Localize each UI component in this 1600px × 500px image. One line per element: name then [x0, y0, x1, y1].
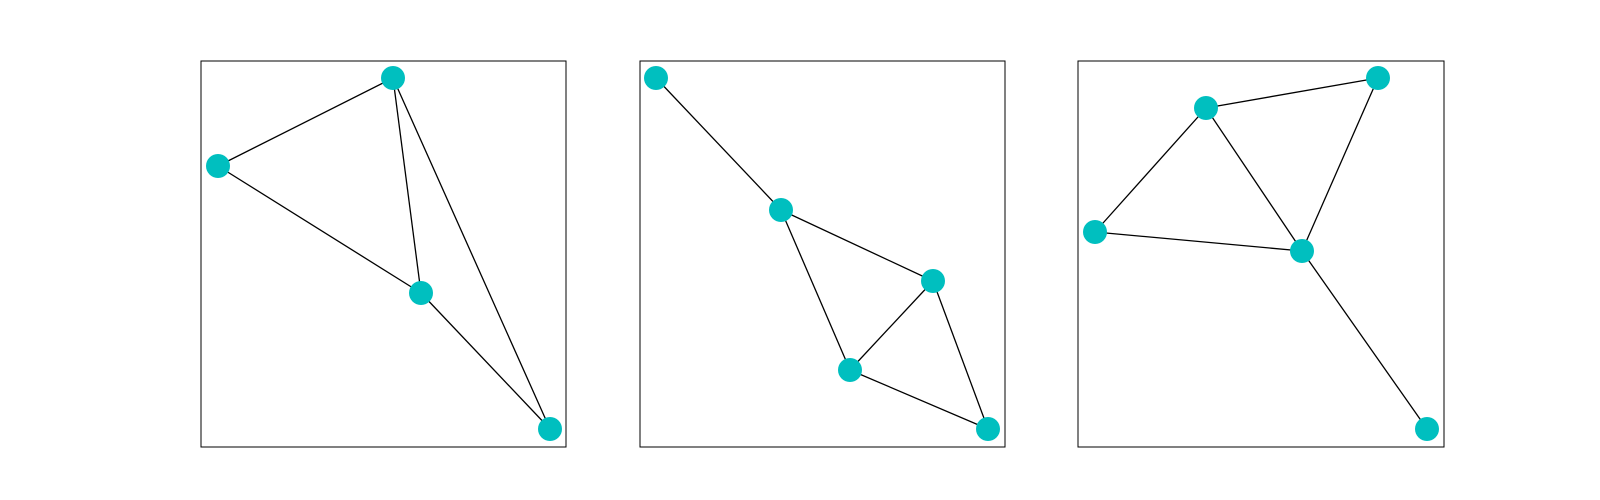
panel-frame [200, 60, 567, 448]
graph-edge-a-b [655, 77, 782, 211]
graph-edge-b-c [217, 165, 422, 294]
graph-node-e [976, 417, 1000, 441]
panel-frame [639, 60, 1006, 448]
graph-edge-b-d [780, 209, 851, 371]
graph-edge-c-d [849, 280, 934, 371]
graph-panel-2 [639, 60, 1006, 448]
graph-edge-b-c [780, 209, 934, 282]
graph-edge-d-e [849, 369, 989, 430]
graph-node-c [409, 281, 433, 305]
graph-node-e [1415, 417, 1439, 441]
graph-edge-c-d [1301, 77, 1379, 252]
graph-panel-1 [200, 60, 567, 448]
graph-node-d [538, 417, 562, 441]
panel-frame [1077, 60, 1445, 448]
graph-edge-a-d [392, 77, 551, 430]
graph-edge-a-c [392, 77, 422, 294]
graph-node-d [838, 358, 862, 382]
graph-node-a [381, 66, 405, 90]
graph-node-d [1290, 239, 1314, 263]
graph-edge-a-b [1094, 107, 1207, 233]
graph-node-c [1366, 66, 1390, 90]
graph-node-c [921, 269, 945, 293]
graph-node-b [1083, 220, 1107, 244]
graph-node-b [769, 198, 793, 222]
graph-node-a [1194, 96, 1218, 120]
graph-edge-a-b [217, 77, 394, 167]
graph-edge-a-c [1205, 77, 1379, 109]
graph-node-a [644, 66, 668, 90]
graph-edge-a-d [1205, 107, 1303, 252]
graph-edge-d-e [1301, 250, 1428, 430]
graph-edge-b-d [1094, 231, 1303, 252]
graph-edge-c-d [420, 292, 551, 430]
graph-panel-3 [1077, 60, 1445, 448]
graph-edge-c-e [932, 280, 989, 430]
graph-node-b [206, 154, 230, 178]
